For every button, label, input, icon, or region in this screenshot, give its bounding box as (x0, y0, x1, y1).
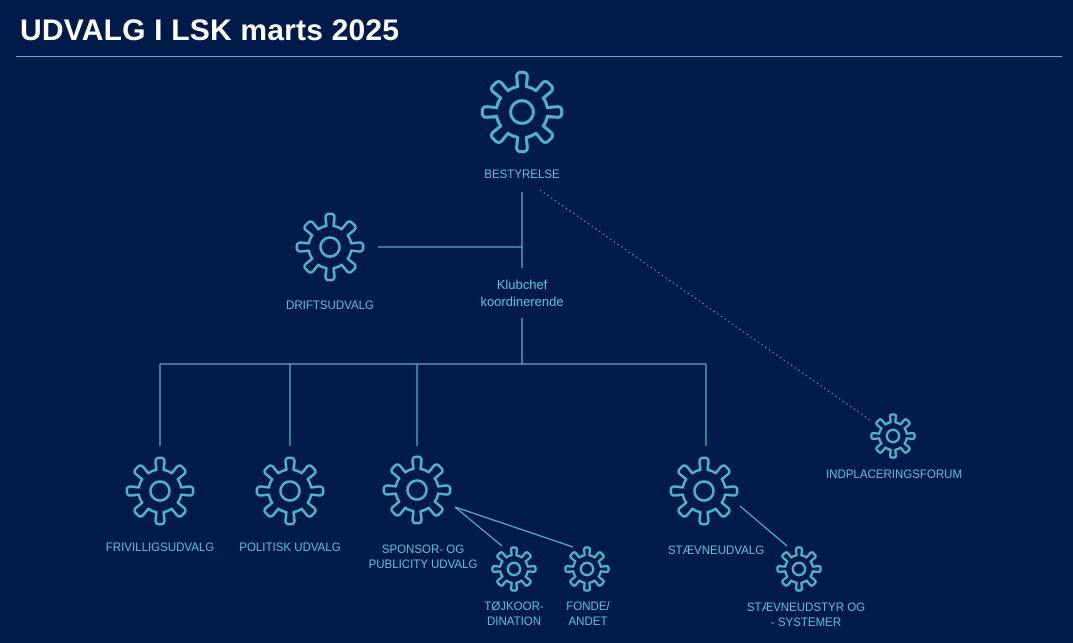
staevneudstyr-line2: - SYSTEMER (770, 617, 842, 629)
node-label-bestyrelse: BESTYRELSE (484, 169, 560, 181)
page-title: UDVALG I LSK marts 2025 (20, 14, 400, 47)
gear-icon-politisk-udvalg (255, 456, 325, 526)
toej-line1: TØJKOOR- (484, 601, 544, 613)
klubchef-line1: Klubchef (496, 277, 548, 292)
gear-icon-staevneudvalg (669, 456, 739, 526)
klubchef-line2: koordinerende (480, 294, 564, 309)
gear-icon-frivilligsudvalg (125, 456, 195, 526)
gear-icon-indplaceringsforum (870, 413, 916, 459)
node-label-indplaceringsforum: INDPLACERINGSFORUM (825, 469, 963, 481)
connector-bestyrelse-indplacering (539, 189, 871, 421)
toej-line2: DINATION (486, 616, 542, 628)
connector-sponsor-toej (454, 506, 503, 547)
node-label-klubchef: Klubchef koordinerende (480, 276, 563, 310)
staevneudstyr-line1: STÆVNEUDSTYR OG (746, 602, 866, 614)
gear-icon-fonde-andet (564, 546, 610, 592)
node-label-driftsudvalg: DRIFTSUDVALG (286, 300, 374, 312)
sponsor-line1: SPONSOR- OG (381, 544, 465, 556)
fonde-line1: FONDE/ (566, 601, 610, 613)
node-label-fonde-andet: FONDE/ ANDET (566, 600, 609, 630)
gear-icon-toejkoordination (491, 546, 537, 592)
node-label-staevneudvalg: STÆVNEUDVALG (667, 545, 765, 557)
sponsor-line2: PUBLICITY UDVALG (368, 559, 478, 571)
title-divider (16, 56, 1062, 57)
node-label-sponsor-publicity: SPONSOR- OG PUBLICITY UDVALG (369, 543, 478, 573)
node-label-politisk-udvalg: POLITISK UDVALG (239, 542, 341, 554)
gear-icon-staevneudstyr (776, 546, 822, 592)
gear-icon-bestyrelse (480, 70, 564, 154)
gear-icon-sponsor-publicity (382, 455, 452, 525)
connector-staevne-udstyr (739, 505, 788, 547)
connector-sponsor-fonde (454, 506, 574, 548)
fonde-line2: ANDET (568, 616, 608, 628)
node-label-frivilligsudvalg: FRIVILLIGSUDVALG (105, 542, 215, 554)
gear-icon-driftsudvalg (295, 212, 365, 282)
node-label-toejkoordination: TØJKOOR- DINATION (484, 600, 543, 630)
node-label-staevneudstyr: STÆVNEUDSTYR OG - SYSTEMER (747, 601, 865, 631)
